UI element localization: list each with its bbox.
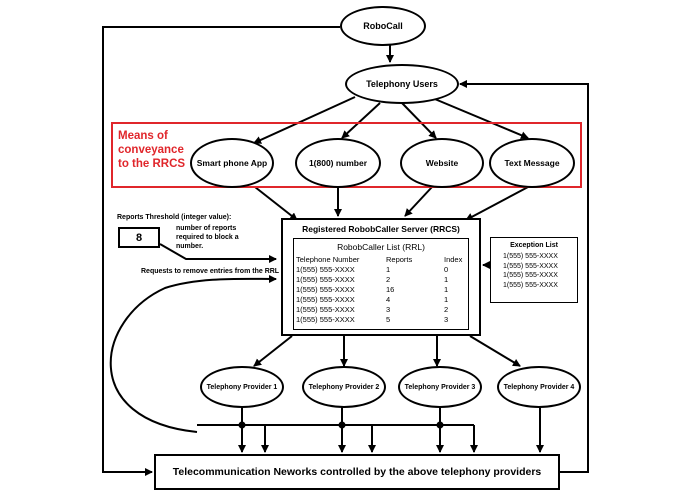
users-to-text-arrow: [429, 96, 529, 139]
exception-list-title: Exception List: [510, 242, 558, 249]
telephony-users-node: Telephony Users: [345, 64, 459, 104]
provider-1-label: Telephony Provider 1: [206, 383, 278, 391]
users-to-800-arrow: [341, 102, 381, 139]
list-item: 1(555) 555-XXXX: [503, 253, 558, 260]
smartphone-app-label: Smart phone App: [196, 158, 268, 168]
text-message-node: Text Message: [489, 138, 575, 188]
provider-3-label: Telephony Provider 3: [404, 383, 476, 391]
bus-junction-3: [436, 421, 444, 429]
robocall-label: RoboCall: [363, 21, 403, 31]
remove-requests-label: Requests to remove entries from the RRL: [141, 268, 280, 275]
provider-3-node: Telephony Provider 3: [398, 366, 482, 408]
list-item: 1(555) 555-XXXX: [503, 281, 558, 289]
text-message-label: Text Message: [504, 158, 560, 168]
website-to-server-arrow: [404, 186, 433, 217]
provider-4-node: Telephony Provider 4: [497, 366, 581, 408]
provider-4-label: Telephony Provider 4: [503, 383, 575, 391]
server-to-p4-arrow: [469, 335, 521, 367]
number-800-label: 1(800) number: [308, 158, 368, 168]
rrl-header-number: Telephone Number: [296, 255, 360, 264]
app-to-server-arrow: [254, 186, 298, 221]
text-to-server-arrow: [465, 186, 529, 221]
table-row: 1(555) 555-XXXX 2 1: [296, 275, 449, 284]
provider-1-node: Telephony Provider 1: [200, 366, 284, 408]
conveyance-label: Means of conveyance to the RRCS: [118, 130, 186, 170]
rrl-list: RobobCaller List (RRL) Telephone Number …: [293, 238, 469, 330]
users-to-app-arrow: [253, 96, 356, 144]
rrl-header-index: Index: [444, 255, 463, 264]
bus-junction-2: [338, 421, 346, 429]
remove-requests-curve: [109, 274, 277, 433]
rrl-table: Telephone Number Reports Index 1(555) 55…: [296, 255, 462, 325]
list-item: 1(555) 555-XXXX: [503, 272, 558, 279]
exception-list-items: 1(555) 555-XXXX 1(555) 555-XXXX 1(555) 5…: [503, 252, 558, 290]
provider-2-label: Telephony Provider 2: [308, 383, 380, 391]
users-to-website-arrow: [401, 102, 437, 139]
robocall-loop-line: [102, 26, 340, 476]
table-row: 1(555) 555-XXXX 3 2: [296, 305, 449, 314]
telephony-users-label: Telephony Users: [366, 79, 438, 89]
exception-list-box: Exception List 1(555) 555-XXXX 1(555) 55…: [490, 237, 578, 303]
bus-junction-1: [238, 421, 246, 429]
networks-box: Telecommunication Neworks controlled by …: [154, 454, 560, 490]
table-row: 1(555) 555-XXXX 5 3: [296, 315, 449, 324]
threshold-title: Reports Threshold (integer value):: [117, 214, 232, 221]
list-item: 1(555) 555-XXXX: [503, 262, 558, 270]
table-row: 1(555) 555-XXXX 1 0: [296, 265, 449, 274]
number-800-node: 1(800) number: [295, 138, 381, 188]
rrcs-server-box: Registered RobobCaller Server (RRCS) Rob…: [281, 218, 481, 336]
threshold-to-server-arrow: [159, 243, 277, 263]
threshold-value: 8: [135, 231, 143, 244]
rrl-header-row: Telephone Number Reports Index: [296, 255, 462, 265]
rrl-title: RobobCaller List (RRL): [337, 242, 425, 252]
website-node: Website: [400, 138, 484, 188]
networks-label: Telecommunication Neworks controlled by …: [172, 466, 542, 478]
table-row: 1(555) 555-XXXX 4 1: [296, 295, 449, 304]
table-row: 1(555) 555-XXXX 16 1: [296, 285, 449, 294]
rrcs-title: Registered RobobCaller Server (RRCS): [302, 224, 460, 234]
smartphone-app-node: Smart phone App: [190, 138, 274, 188]
threshold-description: number of reports required to block a nu…: [176, 225, 239, 250]
provider-2-node: Telephony Provider 2: [302, 366, 386, 408]
server-to-p1-arrow: [253, 335, 293, 367]
website-label: Website: [425, 158, 459, 168]
networks-to-users-line: [459, 80, 589, 473]
rrl-header-reports: Reports: [386, 255, 413, 264]
robocall-node: RoboCall: [340, 6, 426, 46]
threshold-value-box: 8: [118, 227, 160, 248]
